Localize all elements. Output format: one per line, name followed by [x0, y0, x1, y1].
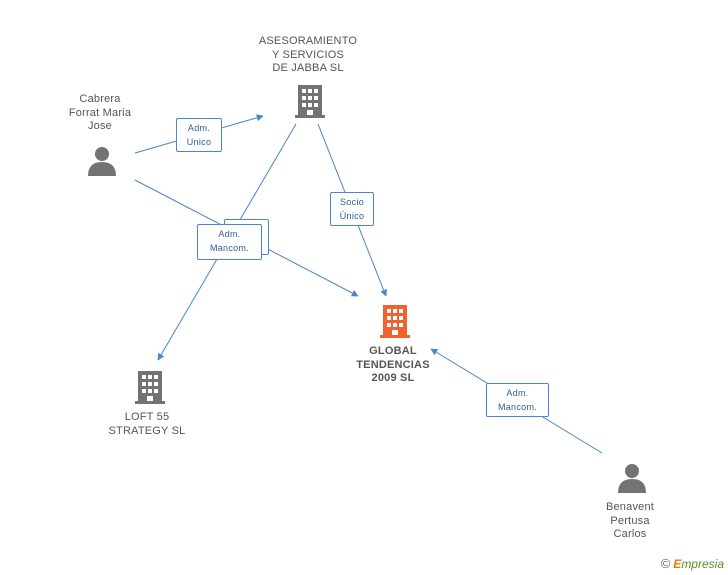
label-line: Benavent	[605, 501, 655, 513]
label-line: Y SERVICIOS	[271, 48, 345, 61]
label-line: LOFT 55	[124, 411, 170, 423]
building-icon	[135, 371, 165, 404]
edge-label-line: Unico	[186, 137, 212, 147]
edge-label-asesoramiento-global: Socio Único	[330, 192, 374, 226]
label-line: Forrat Maria	[68, 106, 132, 119]
brand-initial: E	[673, 557, 682, 571]
brand-name: mpresia	[681, 557, 724, 571]
building-main-icon	[380, 305, 410, 338]
person-icon	[618, 464, 646, 493]
label-line: Cabrera	[79, 93, 121, 105]
label-line: ASESORAMIENTO	[258, 35, 358, 47]
label-line: GLOBAL	[369, 345, 417, 357]
person-icon	[88, 147, 116, 176]
edge-label-line: Adm.	[187, 123, 211, 133]
edge-label-asesoramiento-loft: Adm. Mancom.	[197, 224, 262, 260]
label-line: DE JABBA SL	[272, 62, 344, 74]
copyright-symbol: ©	[660, 556, 671, 571]
edge-label-line: Socio	[339, 197, 364, 207]
edge-label-cabrera-asesoramiento: Adm. Unico	[176, 118, 222, 152]
node-label-benavent[interactable]: Benavent Pertusa Carlos	[580, 501, 680, 542]
label-line: STRATEGY SL	[108, 424, 186, 437]
edge-label-line: Adm.	[218, 229, 241, 239]
node-label-cabrera[interactable]: Cabrera Forrat Maria Jose	[50, 93, 150, 134]
edge-label-line: Único	[339, 211, 365, 221]
label-line: TENDENCIAS	[356, 358, 430, 371]
edge-label-line: Mancom.	[497, 402, 538, 412]
node-label-loft[interactable]: LOFT 55 STRATEGY SL	[97, 411, 197, 438]
label-line: 2009 SL	[371, 372, 415, 384]
node-label-global[interactable]: GLOBAL TENDENCIAS 2009 SL	[343, 345, 443, 386]
node-label-asesoramiento[interactable]: ASESORAMIENTO Y SERVICIOS DE JABBA SL	[240, 35, 376, 76]
edge-label-benavent-global: Adm. Mancom.	[486, 383, 549, 417]
label-line: Jose	[87, 120, 113, 132]
building-icon	[295, 85, 325, 118]
edge-label-line: Adm.	[506, 388, 529, 398]
label-line: Pertusa	[610, 514, 650, 527]
brand-footer[interactable]: ©Empresia	[661, 556, 724, 571]
label-line: Carlos	[613, 528, 647, 540]
edge-label-line: Mancom.	[209, 243, 250, 253]
